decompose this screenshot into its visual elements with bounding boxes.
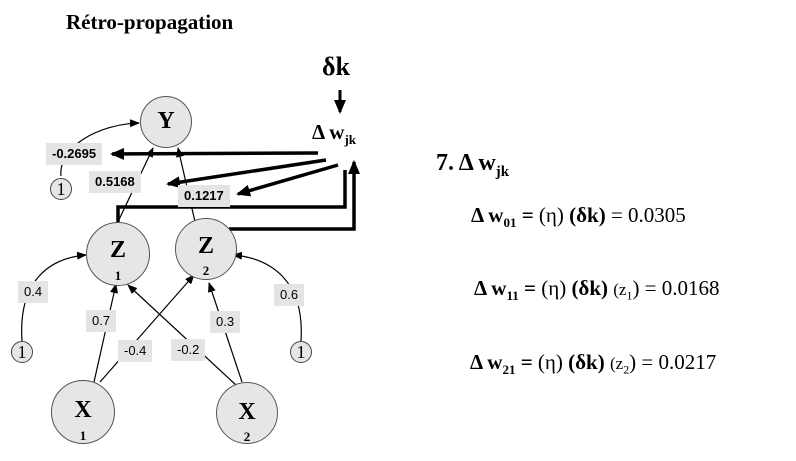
equation-w11: Δ w11 = (η) (δk) (z1) = 0.0168 [474, 276, 720, 304]
node-z2: Z 2 [175, 218, 237, 280]
equation-w01: Δ w01 = (η) (δk) = 0.0305 [471, 203, 686, 231]
node-z1: Z 1 [86, 222, 150, 286]
page-title: Rétro-propagation [66, 10, 234, 34]
backprop-arrow-z1-y [166, 158, 327, 189]
node-y: Y [140, 96, 192, 148]
weight-bias-y: -0.2695 [46, 143, 103, 165]
weight-x1-z2: -0.4 [118, 340, 153, 362]
backprop-arrow-z2-y [236, 163, 339, 197]
edge-bias-z2 [232, 251, 302, 342]
delta-w-jk-label: Δ wjk [312, 120, 357, 148]
weight-x2-z1: -0.2 [171, 339, 206, 361]
edge-x1-z1 [93, 283, 118, 383]
backprop-arrow-bias-y [110, 147, 319, 160]
bias-node-y: 1 [50, 178, 72, 200]
backprop-path-z2 [229, 160, 360, 231]
equation-w21: Δ w21 = (η) (δk) (z2) = 0.0217 [470, 350, 717, 378]
edge-x2-z1 [127, 284, 237, 386]
edge-bias-z1 [21, 251, 87, 342]
bias-node-z2: 1 [290, 341, 312, 363]
node-x1: X 1 [51, 380, 115, 444]
weight-bias-z2: 0.6 [274, 284, 305, 306]
step-heading: 7. Δ wjk [436, 150, 509, 180]
edge-x1-z2 [99, 274, 195, 383]
weight-x1-z1: 0.7 [86, 310, 117, 332]
weight-bias-z1: 0.4 [18, 281, 49, 303]
bias-node-z1: 1 [11, 341, 33, 363]
weight-x2-z2: 0.3 [210, 311, 241, 333]
delta-k-label: δk [322, 52, 350, 81]
weight-z1-y: 0.5168 [89, 171, 141, 193]
backprop-path-z1 [116, 170, 347, 222]
node-x2: X 2 [216, 382, 278, 444]
edge-bias-y [60, 119, 140, 177]
weight-z2-y: 0.1217 [178, 185, 230, 207]
